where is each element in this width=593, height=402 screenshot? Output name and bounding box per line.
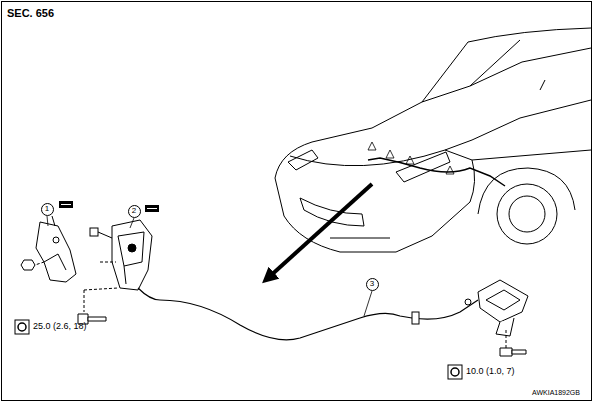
callout-number: 1 [45,205,49,213]
callout-circle: 1 [41,203,54,216]
hood-release-handle [465,280,528,356]
hood-lock-bracket [21,216,76,282]
figure-code: AWKIA1892GB [532,389,580,396]
callout-circle: 2 [128,205,141,218]
callout-number: 2 [132,207,136,215]
hood-lock-cable [138,288,478,340]
grease-symbol [59,201,73,208]
car-sketch [275,28,591,252]
torque-value: 10.0 (1.0, 7) [466,367,515,376]
grease-symbol [145,205,159,212]
torque-symbol [15,320,462,379]
callout-number: 3 [370,280,374,288]
hood-cable-path [368,142,505,186]
section-title: SEC. 656 [7,8,54,19]
callout-circle: 3 [366,278,379,291]
leader-lines [47,216,134,228]
nut [21,260,35,270]
torque-value: 25.0 (2.6, 18) [33,322,87,331]
view-arrow [268,184,372,278]
hood-lock [78,220,152,324]
